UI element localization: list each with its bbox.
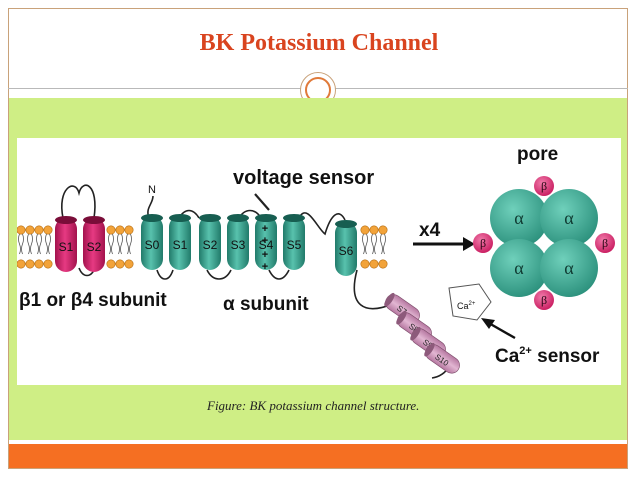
alpha-helix-s5 — [283, 214, 305, 270]
pore-beta-subunit: β — [595, 233, 615, 253]
pore-beta-subunit: β — [473, 233, 493, 253]
alpha-helix-s2 — [199, 214, 221, 270]
pore-beta-label: β — [602, 236, 608, 250]
ca-sensor-label: Ca2+ sensor — [495, 345, 600, 367]
pore-alpha-label: α — [514, 258, 524, 278]
pore-alpha-label: α — [514, 208, 524, 228]
lipid-right — [369, 225, 379, 269]
loop-s2-s3 — [206, 269, 232, 280]
channel-figure: S1 S2 S0 S1 S2 S3 S4 S5 S6 + + + + N voltage s… — [17, 138, 621, 385]
lipid-right — [360, 225, 370, 269]
pore-beta-label: β — [541, 179, 547, 193]
loop-beta-top — [61, 184, 96, 219]
lipid-left — [17, 225, 26, 269]
alpha-segment-label-s6: S6 — [339, 244, 354, 258]
linker-s6-rck — [353, 269, 388, 310]
lipid-right — [378, 225, 388, 269]
loop-s0-s1 — [156, 269, 174, 280]
beta-segment-label-s2: S2 — [87, 240, 102, 254]
pore-alpha-subunit: α — [540, 189, 598, 247]
x4-arrow — [413, 237, 475, 251]
s4-charge-4: + — [262, 261, 268, 273]
pore-alpha-subunit: α — [490, 189, 548, 247]
s4-charge-1: + — [262, 223, 268, 235]
pore-label: pore — [517, 144, 558, 165]
alpha-segment-label-s0: S0 — [145, 238, 160, 252]
n-terminus-label: N — [148, 184, 156, 196]
beta-subunit-helices — [55, 216, 105, 272]
ca-sensor-arrow — [481, 318, 516, 340]
lipid-mid — [124, 225, 134, 269]
alpha-helix-s6 — [335, 220, 357, 276]
membrane-lipids-right — [360, 225, 388, 269]
alpha-segment-label-s2: S2 — [203, 238, 218, 252]
alpha-subunit-helices — [141, 214, 357, 276]
ca-ion-label: Ca2+ — [457, 301, 476, 311]
lipid-left — [25, 225, 35, 269]
figure-caption: Figure: BK potassium channel structure. — [207, 398, 420, 413]
lipid-mid — [106, 225, 116, 269]
alpha-segment-label-s1: S1 — [173, 238, 188, 252]
alpha-helix-s0 — [141, 214, 163, 270]
voltage-sensor-pointer — [254, 193, 270, 211]
lipid-left — [43, 225, 53, 269]
ca-binding-site: Ca2+ — [448, 283, 492, 321]
beta-segment-label-s1: S1 — [59, 240, 74, 254]
connecting-loops — [61, 184, 451, 379]
membrane-lipids-left — [17, 225, 134, 269]
pore-beta-subunit: β — [534, 290, 554, 310]
loop-s4-s5 — [268, 269, 290, 280]
slide-title: BK Potassium Channel — [199, 30, 439, 56]
lipid-mid — [115, 225, 125, 269]
channel-diagram-svg: S1 S2 S0 S1 S2 S3 S4 S5 S6 + + + + N voltage s… — [17, 144, 615, 379]
alpha-segment-label-s5: S5 — [287, 238, 302, 252]
alpha-helix-s1 — [169, 214, 191, 270]
alpha-segment-label-s4: S4 — [259, 238, 274, 252]
loop-pore — [298, 212, 346, 236]
lipid-left — [34, 225, 44, 269]
beta-subunit-label: β1 or β4 subunit — [19, 290, 167, 311]
pore-beta-label: β — [541, 293, 547, 307]
pore-alpha-label: α — [564, 258, 574, 278]
pore-alpha-subunit: α — [540, 239, 598, 297]
pore-alpha-subunit: α — [490, 239, 548, 297]
pore-assembly: α α α α β β β β — [473, 176, 615, 310]
pore-beta-subunit: β — [534, 176, 554, 196]
alpha-helix-s4 — [255, 214, 277, 270]
pore-alpha-label: α — [564, 208, 574, 228]
s4-charge-3: + — [262, 249, 268, 261]
s4-charge-2: + — [262, 235, 268, 247]
slide-frame — [8, 8, 628, 469]
pore-beta-label: β — [480, 236, 486, 250]
rck-helix-s10: S10 — [424, 342, 460, 374]
x4-label: x4 — [419, 220, 441, 241]
voltage-sensor-label: voltage sensor — [233, 167, 374, 189]
alpha-subunit-label: α subunit — [223, 294, 309, 315]
alpha-helix-s3 — [227, 214, 249, 270]
alpha-segment-label-s3: S3 — [231, 238, 246, 252]
orange-footer-band — [9, 444, 627, 468]
